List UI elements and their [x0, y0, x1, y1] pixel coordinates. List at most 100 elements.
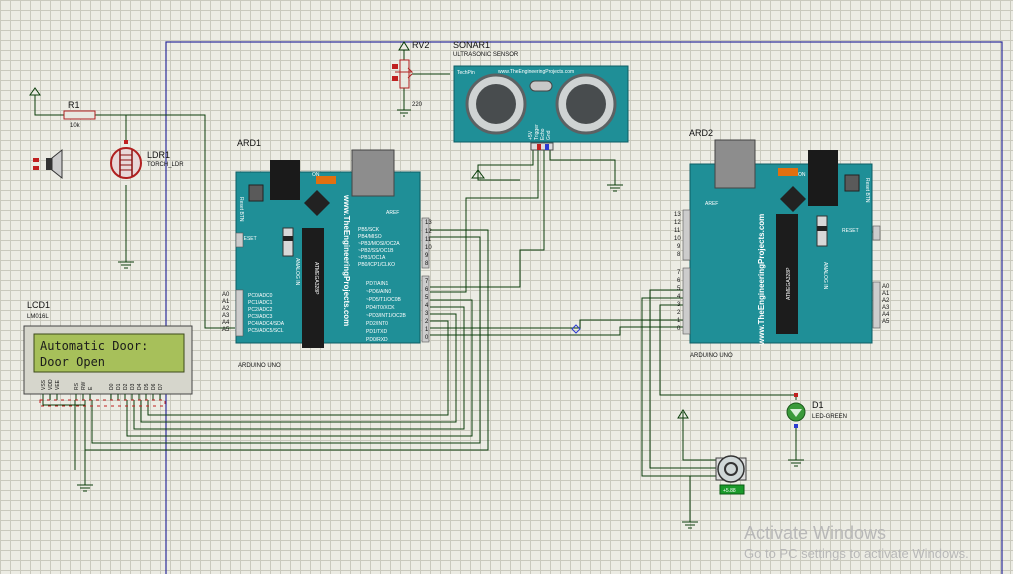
lcd-pin-stubs: [39, 394, 166, 407]
ard2-pin-a4: A4: [882, 312, 890, 318]
ard2-on-label: ON: [798, 172, 806, 178]
ard1-digital-name-5: PB0/ICP1/CLKO: [358, 262, 395, 268]
lcd-pin-d0: D0: [109, 383, 115, 390]
lcd-line-2: Door Open: [40, 355, 105, 369]
ard2-pin-3: 3: [677, 302, 681, 308]
led-d1[interactable]: D1 LED-GREEN: [786, 393, 847, 428]
ard1-pin-10: 10: [425, 245, 432, 251]
ard1-pin-a4: A4: [222, 320, 230, 326]
ard1-pin-a5: A5: [222, 327, 230, 333]
ard1-pin-12: 12: [425, 229, 432, 235]
ard1-on-label: ON: [312, 172, 320, 178]
rv2-value: 220: [412, 102, 423, 108]
ard1-reset-label: RESET: [240, 236, 257, 242]
watermark-subtitle: Go to PC settings to activate Windows.: [744, 546, 969, 561]
ard2-reset-btn: Reset BTN: [864, 178, 870, 203]
ard1-ref: ARD1: [237, 138, 261, 148]
speaker-icon: [33, 148, 63, 180]
r1-ref: R1: [68, 100, 80, 110]
led-ref: D1: [812, 400, 824, 410]
ard1-aref: AREF: [386, 210, 399, 216]
arduino-ard2[interactable]: ARD2 RESET Reset BTN ANALOG IN AREF ON w…: [674, 128, 890, 359]
lcd-pin-d6: D6: [151, 383, 157, 390]
motor-value: +5.88: [723, 488, 736, 494]
ard2-ref: ARD2: [689, 128, 713, 138]
ard1-part: ARDUINO UNO: [238, 363, 281, 369]
junction-marker: [571, 324, 581, 334]
ldr-ref: LDR1: [147, 150, 170, 160]
lcd-pin-d3: D3: [130, 383, 136, 390]
ard2-pin-11: 11: [674, 228, 681, 234]
ard2-site: www.TheEngineeringProjects.com: [757, 214, 766, 346]
activate-windows-watermark: Activate Windows Go to PC settings to ac…: [744, 523, 969, 561]
ard2-pin-8: 8: [677, 252, 681, 258]
ard1-digital-name-7: ~PD6/AIN0: [366, 289, 391, 295]
sonar-pin-vcc: +5V: [528, 130, 534, 140]
arduino-ard1[interactable]: ARD1 RESET Reset BTN ANALOG IN AREF ON w…: [222, 138, 432, 369]
ard2-reset-label: RESET: [842, 228, 859, 234]
ard2-pin-2: 2: [677, 310, 681, 316]
sonar-pin-gnd: Gnd: [546, 130, 552, 140]
ard1-digital-name-10: ~PD3/INT1/OC2B: [366, 313, 407, 319]
lcd-part: LM016L: [27, 314, 49, 320]
ard2-pin-a2: A2: [882, 298, 890, 304]
ard2-analog-labels: A0 A1 A2 A3 A4 A5: [882, 284, 890, 325]
ard1-digital-name-9: PD4/T0/XCK: [366, 305, 395, 311]
ard2-aref: AREF: [705, 201, 718, 207]
ard2-pin-0: 0: [677, 326, 681, 332]
lcd1[interactable]: LCD1 LM016L Automatic Door: Door Open VS…: [23, 300, 193, 407]
lcd-pin-rw: RW: [81, 381, 87, 390]
ard2-pin-9: 9: [677, 244, 681, 250]
sonar-site: www.TheEngineeringProjects.com: [498, 69, 574, 75]
potentiometer-rv2[interactable]: RV2 220: [392, 40, 429, 108]
sonar-ref: SONAR1: [453, 40, 490, 50]
ultrasonic-sensor[interactable]: SONAR1 ULTRASONIC SENSOR TechPin www.The…: [453, 40, 629, 151]
sonar-brand: TechPin: [457, 70, 475, 76]
ard1-pin-a2: A2: [222, 306, 230, 312]
lcd-pin-rs: RS: [74, 382, 80, 390]
ard1-pin-a0: A0: [222, 292, 230, 298]
ard2-pin-a5: A5: [882, 319, 890, 325]
ard1-digital-name-2: ~PB3/MOSI/OC2A: [358, 241, 400, 247]
ldr1[interactable]: LDR1 TORCH_LDR: [110, 140, 184, 179]
lcd-pin-d1: D1: [116, 383, 122, 390]
ard1-pin-8: 8: [425, 261, 429, 267]
ard1-site: www.TheEngineeringProjects.com: [342, 194, 351, 326]
lcd-pin-d4: D4: [137, 383, 143, 390]
ard1-pin-5: 5: [425, 295, 429, 301]
lcd-ref: LCD1: [27, 300, 50, 310]
ard1-analog-name-3: PC3/ADC3: [248, 314, 273, 320]
ard1-digital-name-4: ~PB1/OC1A: [358, 255, 386, 261]
ard2-pin-6: 6: [677, 278, 681, 284]
ard1-pin-a3: A3: [222, 313, 230, 319]
sonar-part: ULTRASONIC SENSOR: [453, 52, 519, 58]
ard2-pin-a0: A0: [882, 284, 890, 290]
ard1-pin-1: 1: [425, 327, 429, 333]
ard2-pin-7: 7: [677, 270, 681, 276]
ard1-pin-11: 11: [425, 237, 432, 243]
dc-motor[interactable]: +5.88: [715, 455, 747, 495]
ard1-analog-name-0: PC0/ADC0: [248, 293, 273, 299]
ard2-pin-10: 10: [674, 236, 681, 242]
ard2-pin-4: 4: [677, 294, 681, 300]
ard1-digital-name-3: ~PB2/SS/OC1B: [358, 248, 394, 254]
ard1-pin-6: 6: [425, 287, 429, 293]
ard1-digital-labels: 13 12 11 10 9 8 7 6 5 4 3 2 1 0 PB5/SCK …: [358, 220, 432, 343]
ard1-digital-name-13: PD0/RXD: [366, 337, 388, 343]
ard1-analog-name-2: PC2/ADC2: [248, 307, 273, 313]
ard2-pin-13: 13: [674, 212, 681, 218]
ard2-pin-5: 5: [677, 286, 681, 292]
ard1-pin-7: 7: [425, 279, 429, 285]
lcd-pin-vss: VSS: [41, 379, 47, 390]
ard2-pin-a3: A3: [882, 305, 890, 311]
ard1-pin-a1: A1: [222, 299, 230, 305]
lcd-pin-d5: D5: [144, 383, 150, 390]
r1-value: 10k: [70, 123, 81, 129]
lcd-pin-e: E: [88, 386, 94, 390]
lcd-pin-vdd: VDD: [48, 379, 54, 390]
ard2-digital-labels: 13 12 11 10 9 8 7 6 5 4 3 2 1 0: [674, 212, 681, 332]
ard2-part: ARDUINO UNO: [690, 353, 733, 359]
ard1-digital-name-11: PD2/INT0: [366, 321, 388, 327]
power-symbols: [29, 41, 804, 529]
resistor-r1[interactable]: R1 10k: [63, 100, 96, 129]
